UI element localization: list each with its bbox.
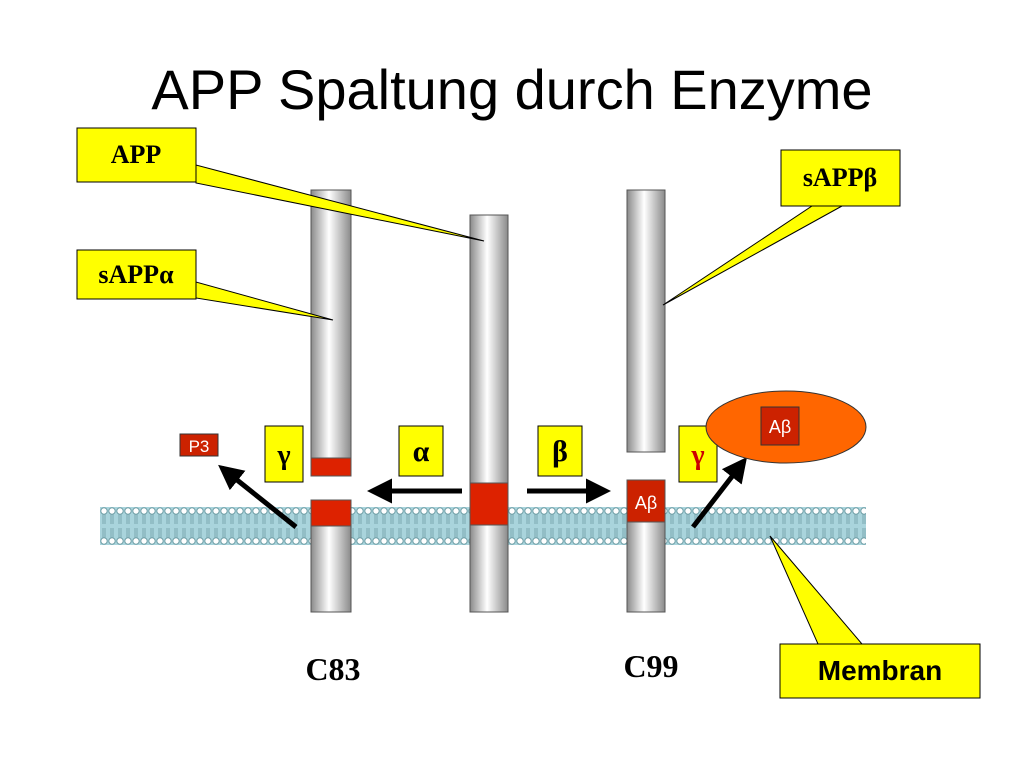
gamma-right-label: γ (690, 440, 704, 471)
callout-membrane-label: Membran (818, 655, 942, 686)
rod-c99: Aβ (626, 189, 666, 613)
callout-membrane: Membran (769, 535, 981, 699)
enzyme-beta: β (537, 425, 583, 477)
c83-label: C83 (305, 651, 360, 687)
callout-sapp-alpha: sAPPα (76, 249, 334, 321)
sapp-beta-fragment (626, 189, 666, 453)
gamma-left-label: γ (276, 440, 290, 471)
enzyme-alpha: α (398, 425, 444, 477)
abeta-released: Aβ (705, 390, 867, 464)
gamma-left-arrow (218, 464, 298, 529)
c83-alpha-cut-domain (310, 457, 352, 477)
c99-label: C99 (623, 648, 678, 684)
p3-label: P3 (189, 437, 210, 456)
callout-sapp-beta-label: sAPPβ (803, 163, 877, 192)
c99-abeta-domain (626, 479, 666, 523)
beta-label: β (552, 435, 568, 468)
gamma-right-arrow (691, 457, 748, 529)
app-abeta-domain (469, 482, 509, 526)
abeta-released-label: Aβ (769, 417, 791, 437)
callout-app: APP (76, 127, 485, 242)
alpha-label: α (413, 435, 430, 468)
abeta-membrane-label: Aβ (635, 493, 657, 513)
rod-app (469, 214, 509, 613)
p3-fragment: P3 (179, 433, 219, 457)
callout-app-label: APP (111, 140, 162, 169)
enzyme-gamma-left: γ (264, 425, 304, 483)
rod-c83 (310, 189, 352, 613)
callout-sapp-beta: sAPPβ (662, 149, 901, 306)
callout-sapp-alpha-label: sAPPα (98, 260, 174, 289)
slide-title: APP Spaltung durch Enzyme (151, 58, 873, 121)
c83-p3-domain (310, 499, 352, 527)
